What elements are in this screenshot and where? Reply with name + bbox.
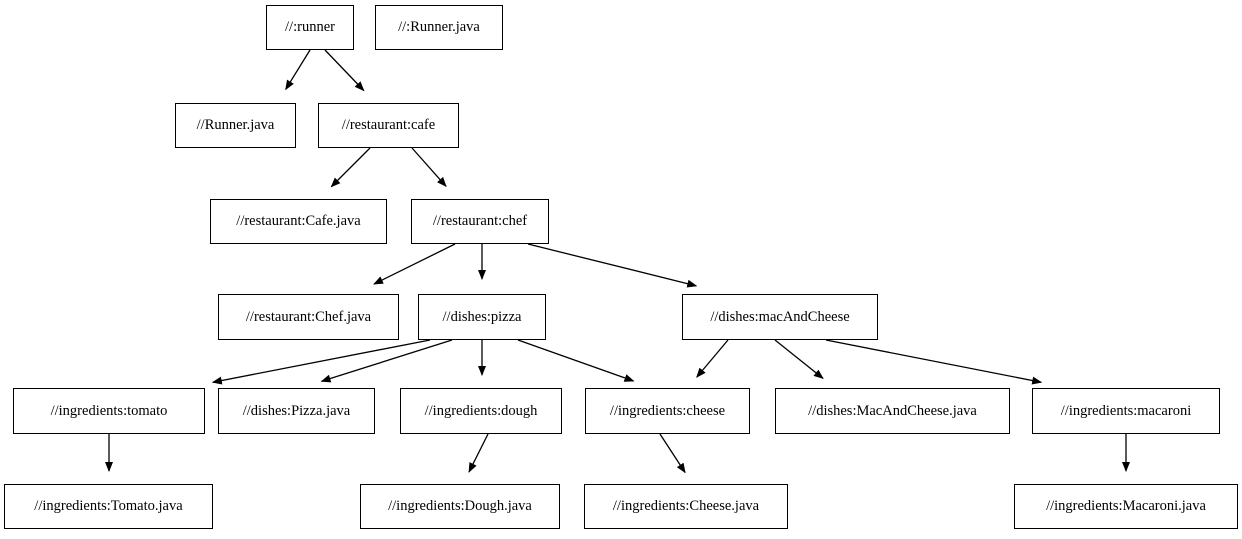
graph-node-runner_java_root[interactable]: //:Runner.java (375, 5, 503, 50)
graph-node-label: //restaurant:cafe (341, 117, 436, 134)
graph-node-ing_macaroni[interactable]: //ingredients:macaroni (1032, 388, 1220, 434)
graph-node-label: //:runner (285, 19, 335, 36)
graph-node-label: //restaurant:Chef.java (245, 308, 372, 325)
graph-node-label: //ingredients:dough (424, 402, 538, 419)
graph-node-mac_java[interactable]: //dishes:MacAndCheese.java (775, 388, 1010, 434)
graph-node-dishes_mac[interactable]: //dishes:macAndCheese (682, 294, 878, 340)
graph-node-tomato_java[interactable]: //ingredients:Tomato.java (4, 484, 213, 529)
graph-node-runner_java[interactable]: //Runner.java (175, 103, 296, 148)
graph-node-cheese_java[interactable]: //ingredients:Cheese.java (584, 484, 788, 529)
graph-node-ing_tomato[interactable]: //ingredients:tomato (13, 388, 205, 434)
graph-node-restaurant_chef[interactable]: //restaurant:chef (411, 199, 549, 244)
graph-node-chef_java[interactable]: //restaurant:Chef.java (218, 294, 399, 340)
graph-node-label: //ingredients:Cheese.java (612, 498, 760, 515)
graph-node-label: //Runner.java (196, 117, 275, 134)
graph-node-label: //ingredients:tomato (50, 402, 168, 419)
graph-node-label: //dishes:macAndCheese (710, 308, 850, 325)
graph-node-macaroni_java[interactable]: //ingredients:Macaroni.java (1014, 484, 1238, 529)
graph-node-dishes_pizza[interactable]: //dishes:pizza (418, 294, 546, 340)
graph-node-runner[interactable]: //:runner (266, 5, 354, 50)
graph-node-ing_dough[interactable]: //ingredients:dough (400, 388, 562, 434)
graph-node-label: //ingredients:Tomato.java (34, 498, 183, 515)
graph-node-label: //ingredients:Dough.java (388, 498, 532, 515)
graph-node-label: //restaurant:Cafe.java (236, 213, 361, 230)
graph-node-pizza_java[interactable]: //dishes:Pizza.java (218, 388, 375, 434)
graph-node-ing_cheese[interactable]: //ingredients:cheese (585, 388, 750, 434)
graph-node-label: //dishes:MacAndCheese.java (808, 402, 977, 419)
graph-node-label: //ingredients:macaroni (1060, 402, 1192, 419)
graph-node-restaurant_cafe[interactable]: //restaurant:cafe (318, 103, 459, 148)
graph-node-label: //dishes:pizza (442, 308, 522, 325)
graph-node-label: //ingredients:cheese (609, 402, 726, 419)
graph-node-label: //restaurant:chef (432, 213, 528, 230)
graph-node-cafe_java[interactable]: //restaurant:Cafe.java (210, 199, 387, 244)
graph-node-label: //dishes:Pizza.java (242, 402, 351, 419)
graph-node-dough_java[interactable]: //ingredients:Dough.java (360, 484, 560, 529)
graph-node-label: //:Runner.java (398, 19, 480, 36)
graph-node-label: //ingredients:Macaroni.java (1046, 498, 1206, 515)
